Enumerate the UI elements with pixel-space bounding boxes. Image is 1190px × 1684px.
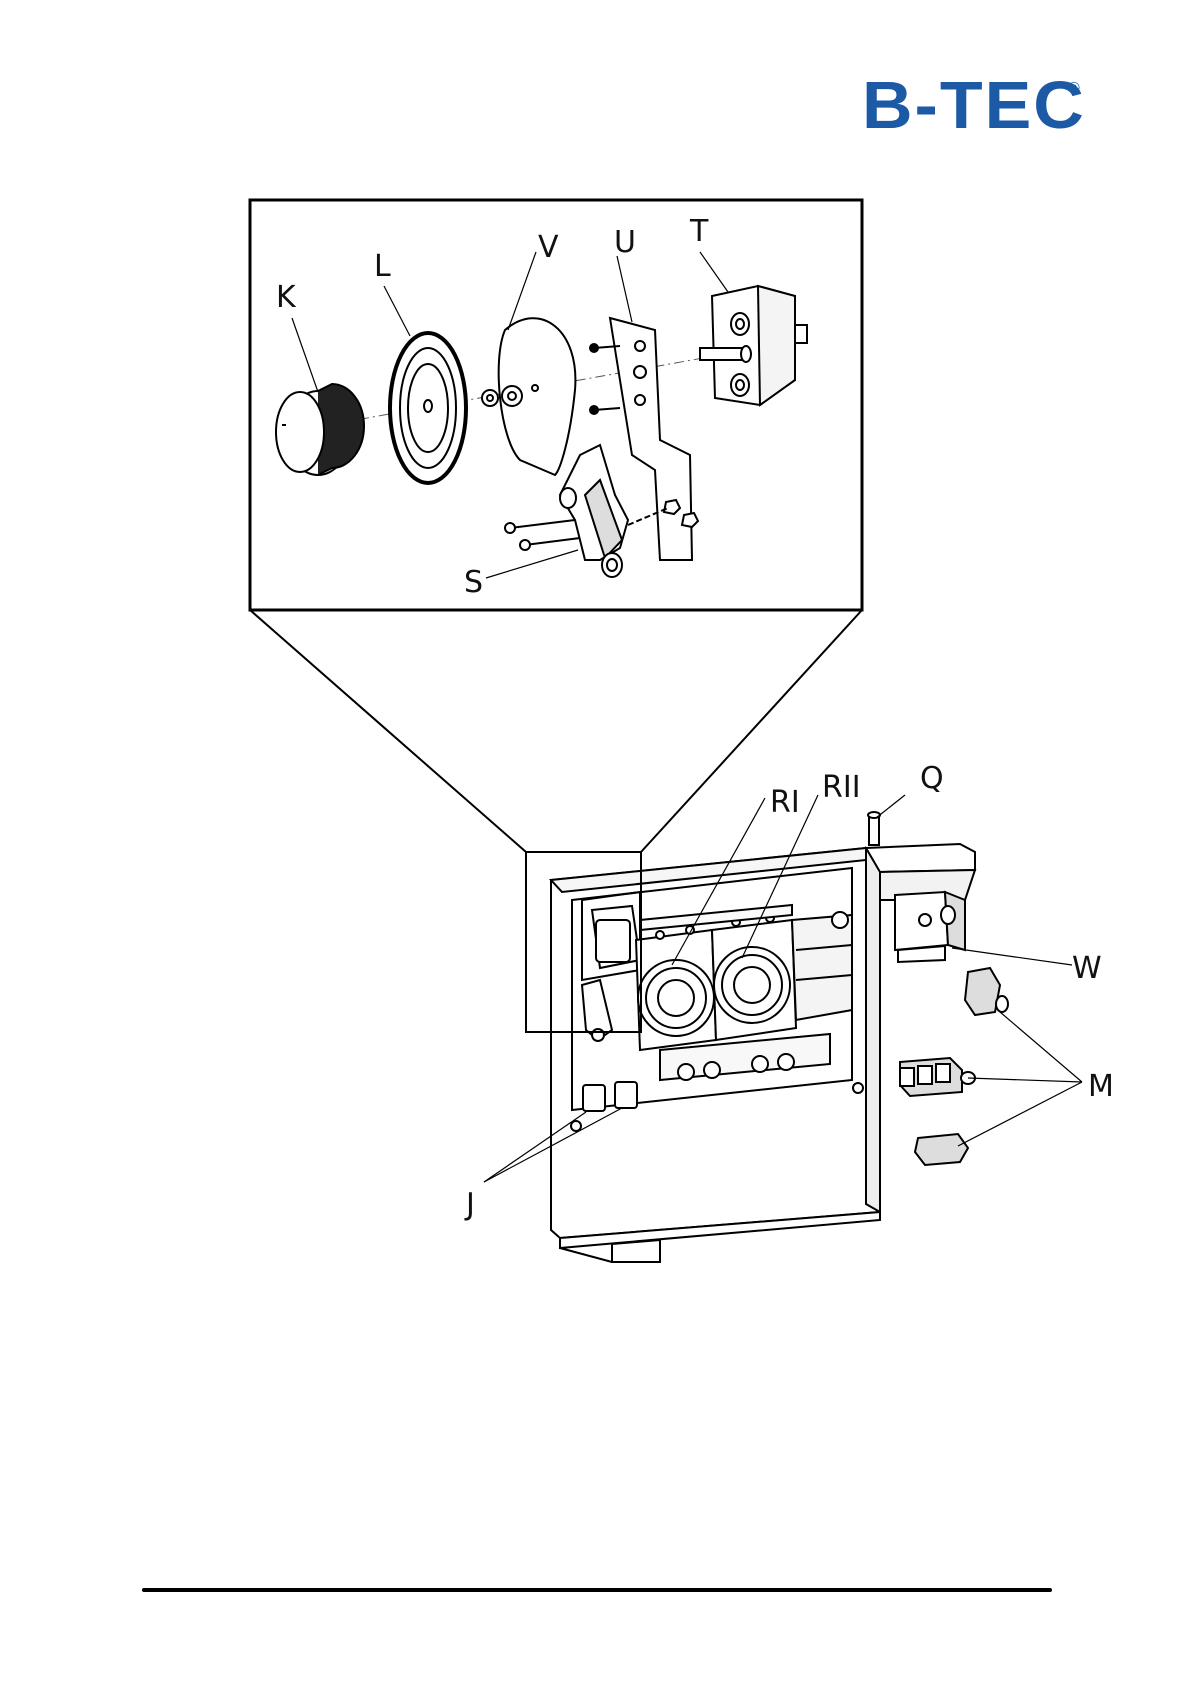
label-s: S: [464, 565, 483, 600]
label-m: M: [1088, 1069, 1114, 1104]
knob-k: [276, 384, 364, 475]
label-rii: RII: [822, 770, 861, 805]
label-t: T: [689, 214, 709, 249]
footer-rule: [142, 1588, 1052, 1592]
label-l: L: [374, 249, 391, 284]
label-k: K: [276, 280, 297, 315]
label-u: U: [614, 225, 636, 260]
label-j: J: [464, 1187, 475, 1222]
scale-disc-l: [390, 333, 466, 483]
zoom-connector-left: [250, 610, 526, 852]
label-q: Q: [920, 761, 944, 796]
zoom-connector-right: [641, 610, 862, 852]
rotor-plate-v: [482, 318, 575, 475]
label-v: V: [538, 230, 559, 265]
label-ri: RI: [770, 785, 800, 820]
detail-exploded-view: [276, 286, 807, 577]
main-cabinet-view: [551, 812, 1008, 1262]
motor-t: [700, 286, 807, 405]
label-w: W: [1072, 951, 1102, 986]
